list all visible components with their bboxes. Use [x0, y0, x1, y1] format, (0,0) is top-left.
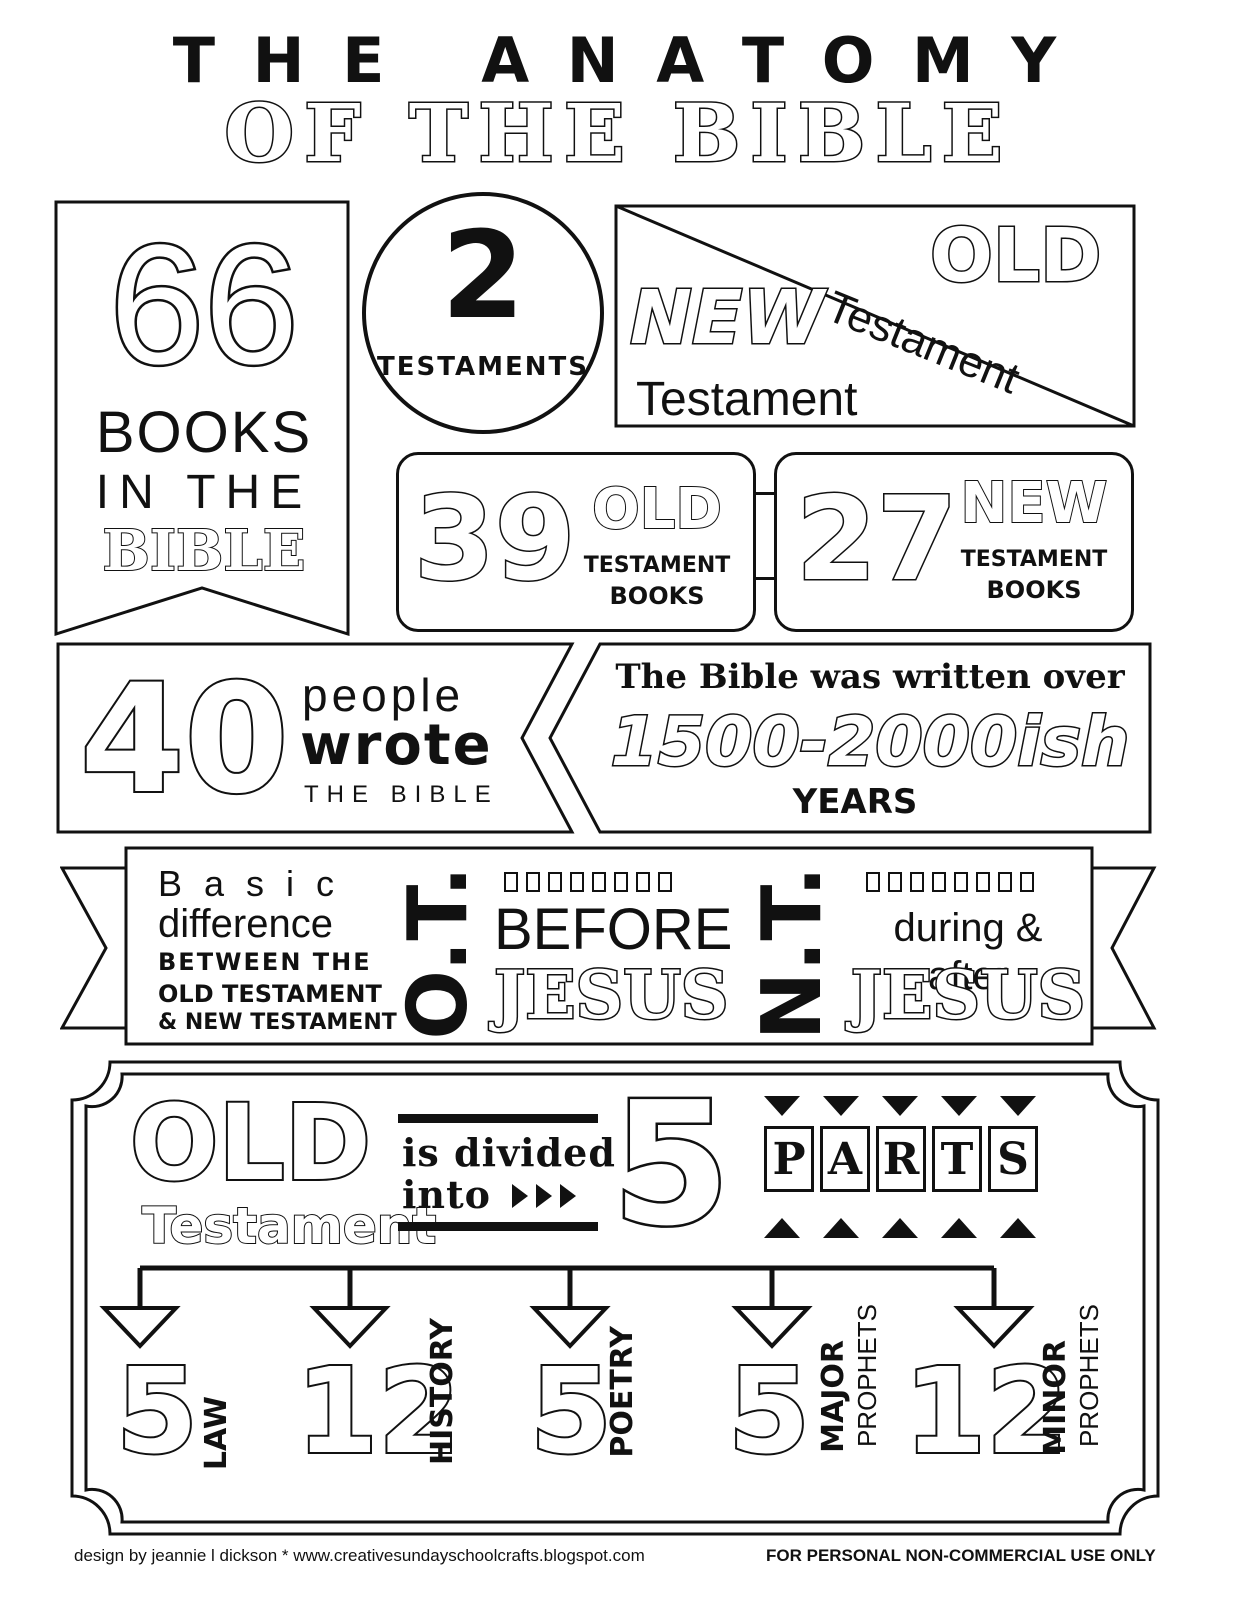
writers-line2: wrote: [300, 713, 493, 778]
nt-books-count: 27: [794, 471, 958, 609]
ot-label: O.T.: [391, 866, 486, 1040]
parts-word: P A R T S: [764, 1126, 1038, 1192]
books-banner: [54, 200, 350, 637]
new-small: Testament: [636, 373, 858, 426]
books-connector: [756, 492, 776, 580]
years-range: 1500-2000ish: [609, 702, 1131, 784]
part-history-count: 12: [294, 1342, 462, 1480]
nt-jesus: JESUS: [849, 956, 1086, 1034]
box-glyph: [866, 872, 880, 892]
writers-years-row: [56, 642, 1152, 834]
books-label-2: IN THE: [95, 466, 313, 519]
part-poetry-count: 5: [528, 1342, 614, 1480]
footer-credit: design by jeannie l dickson * www.creati…: [74, 1546, 645, 1565]
books-label-3: BIBLE: [102, 518, 307, 584]
parts-letter: A: [820, 1126, 870, 1192]
divided-bar-bottom: [398, 1222, 598, 1231]
ot-before: BEFORE: [494, 897, 733, 962]
footer-notice: FOR PERSONAL NON-COMMERCIAL USE ONLY: [766, 1546, 1156, 1565]
years-line1: The Bible was written over: [615, 657, 1125, 697]
part-minor-label1: MINOR: [1038, 1340, 1073, 1455]
divided-line1: is divided: [402, 1130, 616, 1175]
page-title: T H E A N A T O M Y: [172, 24, 1065, 97]
box-glyph: [1020, 872, 1034, 892]
box-glyph: [636, 872, 650, 892]
nt-glyph-row: [866, 872, 1042, 896]
box-glyph: [504, 872, 518, 892]
box-glyph: [592, 872, 606, 892]
ot-books-big: OLD: [591, 477, 723, 543]
box-glyph: [998, 872, 1012, 892]
box-glyph: [548, 872, 562, 892]
nt-books-big: NEW: [960, 471, 1109, 537]
part-major-count: 5: [726, 1342, 812, 1480]
parts-frame: [70, 1060, 1160, 1536]
difference-line1: B a s i c: [158, 863, 341, 904]
part-history-label: HISTORY: [425, 1318, 460, 1466]
old-big: OLD: [929, 213, 1103, 299]
nt-books-line1: TESTAMENT: [960, 547, 1108, 572]
nt-books-line2: BOOKS: [986, 576, 1082, 604]
part-law-label: LAW: [199, 1396, 234, 1471]
ot-jesus: JESUS: [493, 956, 730, 1034]
parts-count: 5: [609, 1066, 732, 1264]
box-glyph: [976, 872, 990, 892]
testaments-label: TESTAMENTS: [377, 352, 589, 382]
part-poetry-label: POETRY: [605, 1326, 640, 1458]
part-major-label1: MAJOR: [816, 1340, 851, 1453]
box-glyph: [954, 872, 968, 892]
nt-label: N.T.: [745, 866, 840, 1041]
new-big: NEW: [628, 275, 825, 361]
box-glyph: [888, 872, 902, 892]
parts-tree: [99, 1265, 1035, 1349]
difference-line3: BETWEEN THE: [158, 948, 372, 976]
divided-line2: into: [402, 1172, 491, 1217]
nt-books-box: [774, 452, 1134, 632]
parts-letter: T: [932, 1126, 982, 1192]
ot-books-line1: TESTAMENT: [583, 553, 731, 578]
nt-during-after: during & after: [893, 906, 1043, 998]
parts-bottom-triangles: [764, 1218, 1036, 1238]
testaments-circle: [362, 192, 604, 434]
part-law-count: 5: [114, 1342, 200, 1480]
difference-line2: difference: [158, 902, 333, 946]
box-glyph: [658, 872, 672, 892]
box-glyph: [910, 872, 924, 892]
writers-line1: people: [302, 669, 465, 721]
books-label-1: BOOKS: [95, 400, 313, 465]
box-glyph: [526, 872, 540, 892]
part-major-label2: PROPHETS: [852, 1304, 882, 1448]
testaments-count: 2: [441, 207, 525, 346]
box-glyph: [570, 872, 584, 892]
page-subtitle: OF THE BIBLE: [223, 85, 1013, 182]
parts-old-big: OLD: [128, 1082, 373, 1204]
writers-count: 40: [78, 651, 291, 829]
ot-books-box: [396, 452, 756, 632]
part-minor-count: 12: [902, 1342, 1070, 1480]
years-label: YEARS: [792, 782, 918, 822]
arrow-triangles-icon: [512, 1184, 576, 1208]
divided-bar-top: [398, 1114, 598, 1123]
old-new-box: [614, 204, 1136, 428]
difference-ribbon: [60, 846, 1157, 1046]
parts-old-small: Testament: [141, 1196, 437, 1256]
parts-letter: R: [876, 1126, 926, 1192]
part-minor-label2: PROPHETS: [1074, 1304, 1104, 1448]
ot-books-count: 39: [412, 471, 576, 609]
parts-top-triangles: [764, 1096, 1036, 1116]
difference-line4: OLD TESTAMENT: [158, 980, 382, 1008]
writers-line3: THE BIBLE: [304, 781, 499, 808]
difference-line5: & NEW TESTAMENT: [158, 1010, 397, 1035]
parts-letter: S: [988, 1126, 1038, 1192]
box-glyph: [932, 872, 946, 892]
ot-books-line2: BOOKS: [609, 582, 705, 610]
books-count: 66: [107, 208, 301, 403]
parts-letter: P: [764, 1126, 814, 1192]
ot-glyph-row: [504, 872, 680, 896]
box-glyph: [614, 872, 628, 892]
